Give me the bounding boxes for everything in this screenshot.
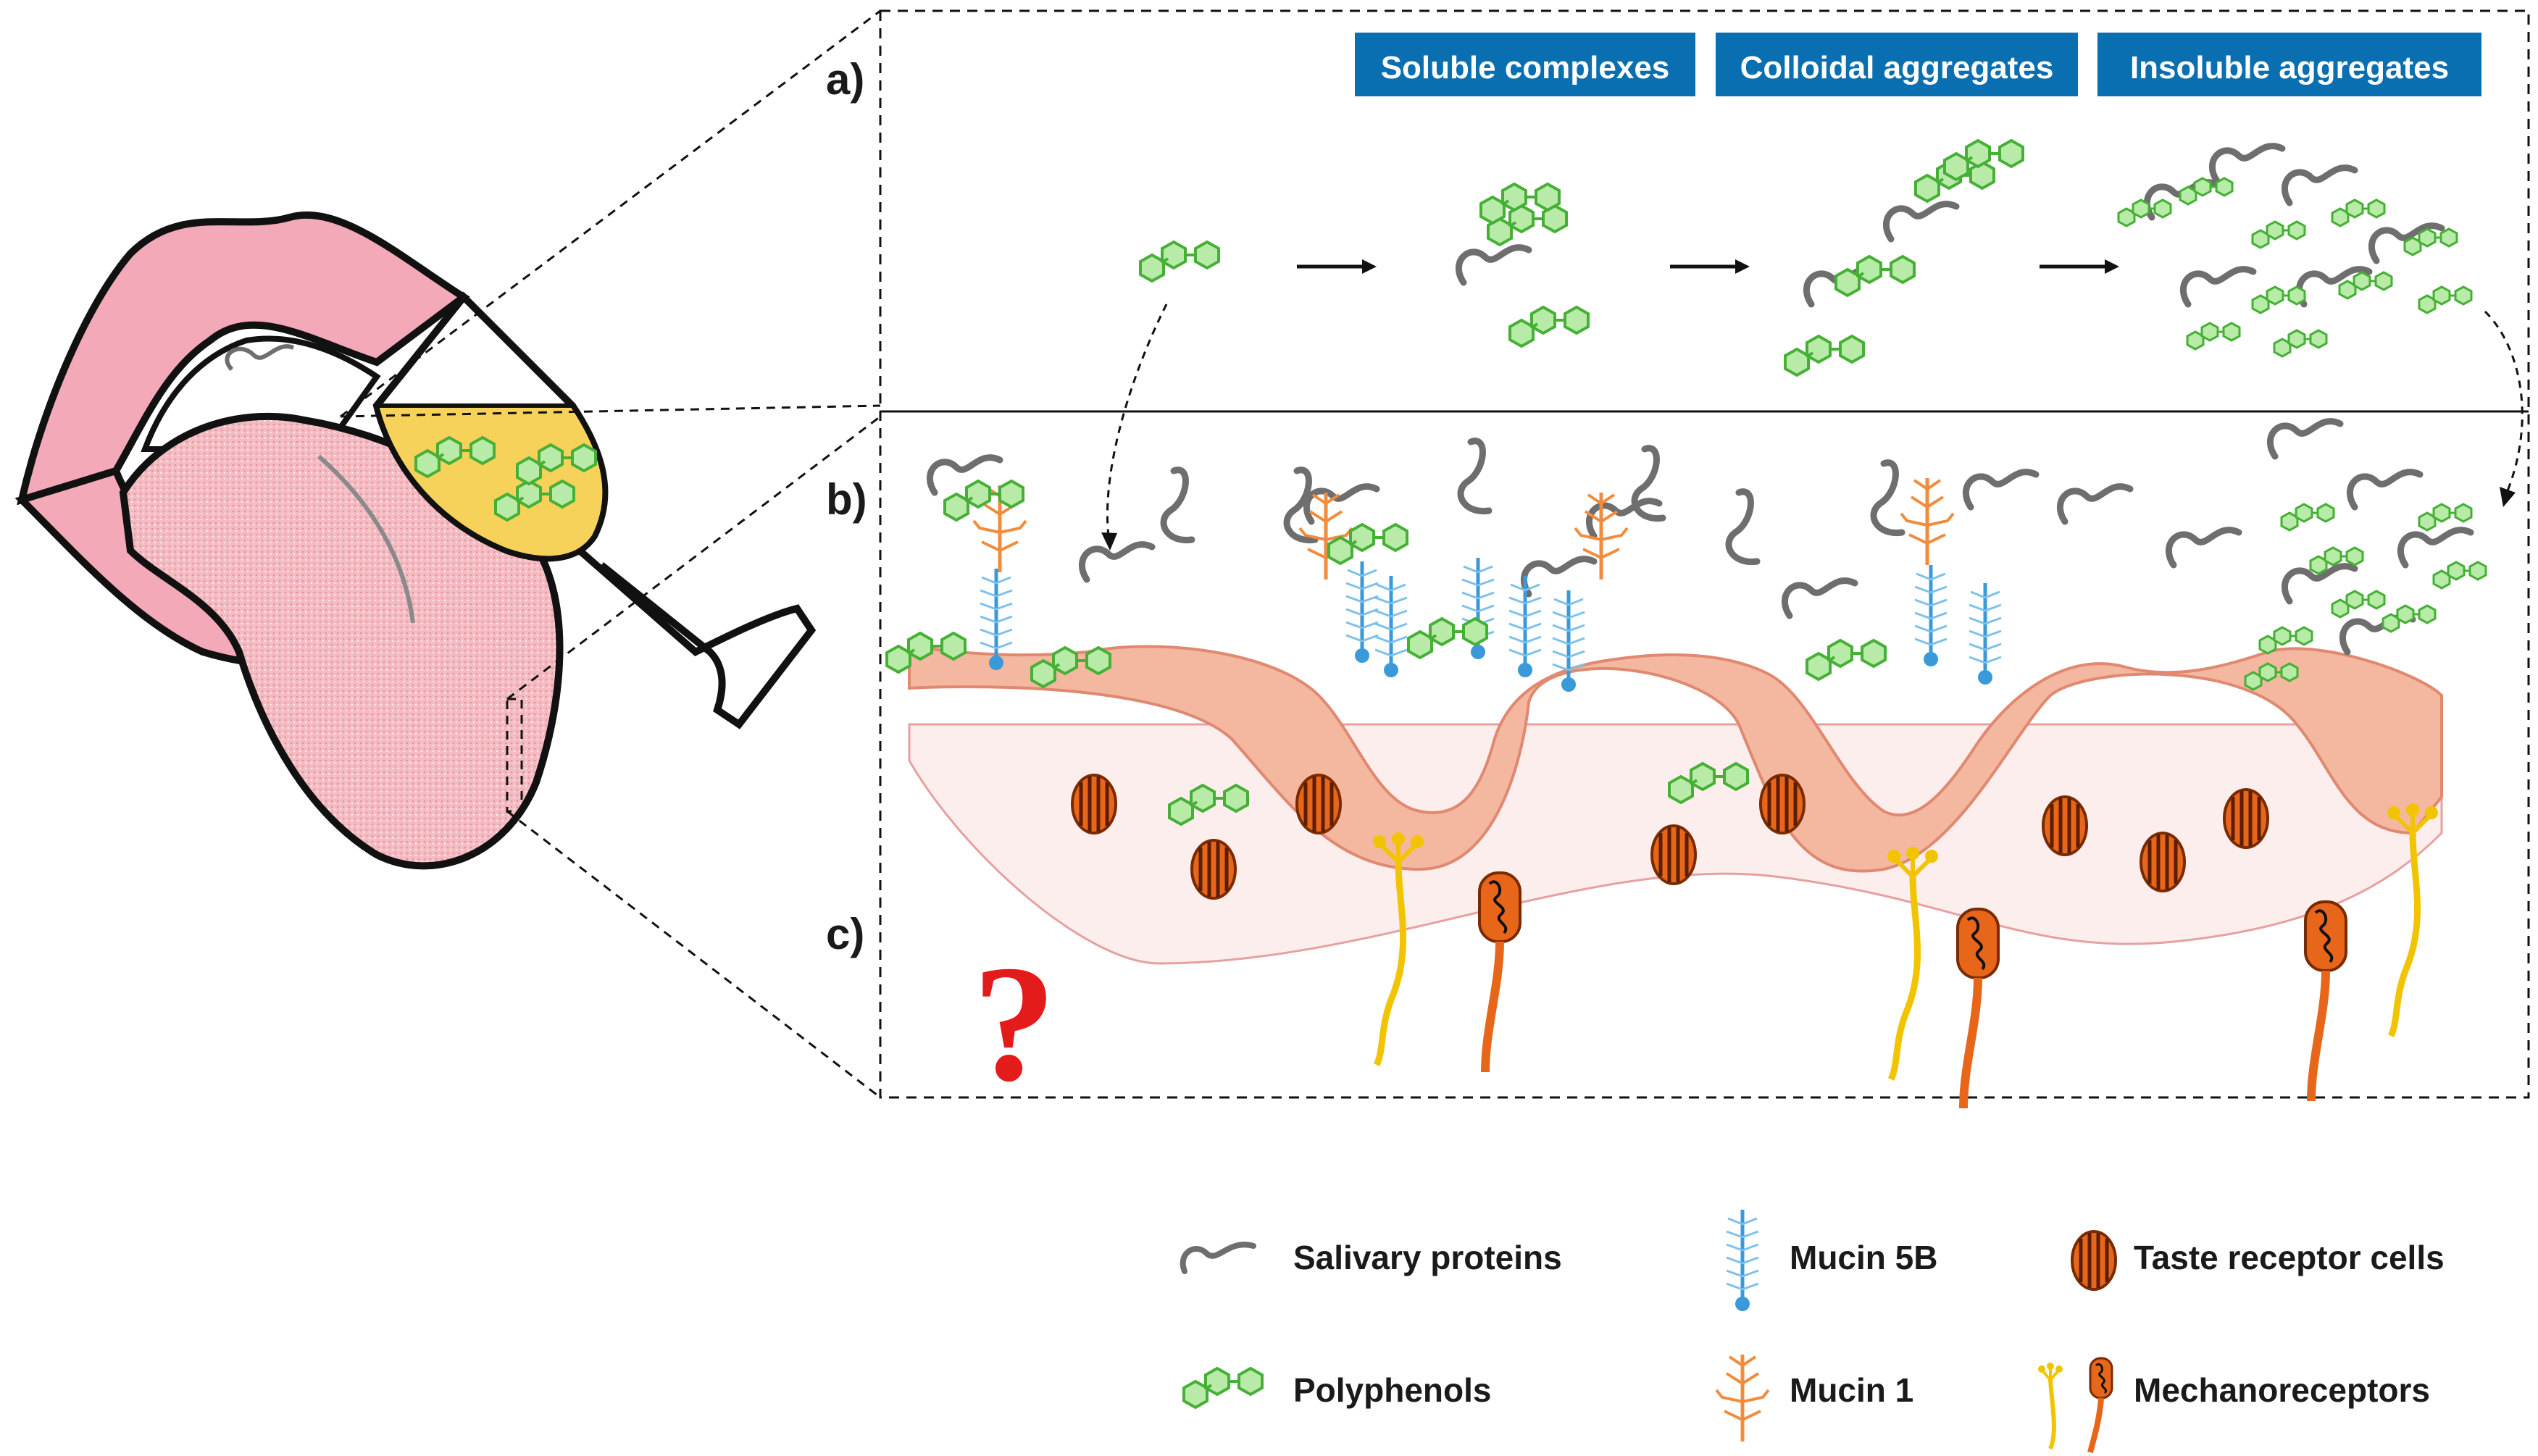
panel-label-b: b) — [826, 475, 867, 524]
polyphenol — [1806, 639, 1887, 681]
arrow-icon — [1670, 259, 1750, 274]
tongue-groove — [317, 454, 415, 624]
wine-glass-stem — [577, 548, 817, 729]
tongue-saliva-protein — [225, 344, 295, 372]
legend-label: Taste receptor cells — [2134, 1239, 2445, 1276]
aggregation-sequence — [1139, 139, 2473, 377]
stage-header-colloidal: Colloidal aggregates — [1740, 50, 2054, 85]
mechanoreceptor-yellow-icon — [2038, 1363, 2063, 1450]
mucin-5b-icon — [1727, 1210, 1758, 1311]
free-polyphenol — [1139, 240, 1220, 283]
legend-polyphenols: Polyphenols — [1182, 1367, 1491, 1409]
upper-lip — [17, 211, 470, 506]
arrow-icon — [1101, 532, 1117, 551]
soluble-complex — [1458, 183, 1590, 348]
legend-label: Salivary proteins — [1293, 1239, 1562, 1276]
colloidal-aggregate — [1784, 139, 2024, 377]
mechanoreceptor-orange-icon — [2087, 1357, 2113, 1453]
transition-arrows — [1106, 304, 2524, 537]
question-mark: ? — [973, 931, 1056, 1116]
wine-glass — [372, 291, 817, 729]
insoluble-aggregate — [2117, 146, 2473, 358]
wine — [374, 403, 607, 561]
tongue — [119, 412, 564, 870]
stage-header-soluble: Soluble complexes — [1381, 50, 1670, 85]
stage-header-insoluble-bg — [2097, 33, 2481, 96]
polyphenol-icon — [1182, 1367, 1264, 1409]
stage-header-colloidal-bg — [1716, 33, 2078, 96]
polyphenol — [1327, 523, 1408, 565]
taste-receptor-cell-icon — [2072, 1231, 2116, 1289]
arrow-icon — [2500, 487, 2516, 507]
zoom-lines — [340, 9, 881, 1099]
stage-header-insoluble: Insoluble aggregates — [2130, 50, 2449, 85]
polyphenol — [943, 480, 1024, 522]
legend-label: Mucin 1 — [1790, 1371, 1913, 1409]
stage-header-soluble-bg — [1355, 33, 1695, 96]
detail-panel — [879, 9, 2530, 1099]
legend-salivary-proteins: Salivary proteins — [1180, 1239, 1562, 1276]
mucin-1-icon — [1716, 1355, 1769, 1442]
legend-label: Mucin 5B — [1790, 1239, 1937, 1276]
panel-label-a: a) — [826, 55, 864, 104]
legend-mucin-1: Mucin 1 — [1716, 1355, 1913, 1442]
legend-mucin-5b: Mucin 5B — [1727, 1210, 1937, 1311]
legend-label: Mechanoreceptors — [2134, 1371, 2430, 1409]
legend-mechanoreceptors: Mechanoreceptors — [2038, 1357, 2430, 1453]
salivary-protein-icon — [1180, 1242, 1256, 1274]
oral-mucosa: ? — [908, 643, 2443, 1116]
epithelium — [908, 643, 2443, 873]
mouth-illustration — [14, 211, 564, 870]
legend: Salivary proteins Polyphenols Mucin 5B M… — [1180, 1210, 2445, 1453]
arrow-icon — [2040, 259, 2119, 274]
arrow-icon — [1297, 259, 1377, 274]
stage-headers: Soluble complexes Colloidal aggregates I… — [1355, 33, 2481, 96]
legend-label: Polyphenols — [1293, 1371, 1491, 1409]
legend-taste-receptor-cells: Taste receptor cells — [2072, 1231, 2445, 1289]
panel-label-c: c) — [826, 910, 864, 958]
